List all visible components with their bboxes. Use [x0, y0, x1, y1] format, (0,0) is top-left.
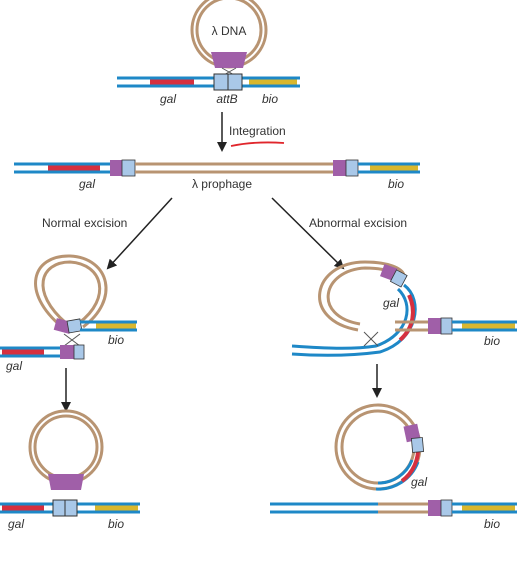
normal-result-chromosome — [0, 499, 140, 517]
integration-label: Integration — [229, 124, 286, 138]
bio-label-normal-result: bio — [108, 517, 124, 531]
gal-gene-top — [150, 79, 194, 85]
bacterial-chromosome-top — [117, 73, 300, 91]
gal-label-top: gal — [160, 92, 176, 106]
abnormal-excision-loop — [291, 260, 517, 357]
normal-result-lambda-circle — [28, 409, 104, 490]
normal-excision-label: Normal excision — [42, 216, 127, 230]
prophage-label: λ prophage — [192, 177, 252, 191]
integration-underline — [230, 141, 285, 147]
gal-label-normal-loop: gal — [6, 359, 22, 373]
bio-label-abnormal-loop: bio — [484, 334, 500, 348]
bio-gene-top — [249, 79, 297, 85]
normal-excision-loop — [0, 254, 137, 360]
attR-right-half — [345, 159, 359, 177]
lambda-dna-label: λ DNA — [212, 24, 247, 38]
abnormal-excision-label: Abnormal excision — [309, 216, 407, 230]
gal-gene-prophage — [48, 165, 100, 171]
abnormal-result-chromosome — [270, 499, 517, 517]
abnormal-excision-arrow — [271, 197, 345, 270]
abnormal-result-lambda-gal-circle — [334, 403, 425, 491]
attR-left-half — [333, 160, 346, 176]
gal-label-prophage: gal — [79, 177, 95, 191]
attB-label: attB — [216, 92, 237, 106]
normal-excision-arrow — [106, 197, 173, 270]
bio-label-prophage: bio — [388, 177, 404, 191]
gal-label-abnormal-loop: gal — [383, 296, 399, 310]
gal-label-normal-result: gal — [8, 517, 24, 531]
attL-left-half — [110, 160, 122, 176]
bio-label-normal-loop: bio — [108, 333, 124, 347]
bio-label-top: bio — [262, 92, 278, 106]
attP-site-top — [211, 52, 247, 68]
bio-label-abnormal-result: bio — [484, 517, 500, 531]
prophage-chromosome — [14, 159, 420, 177]
attL-right-half — [121, 159, 136, 177]
bio-gene-prophage — [370, 165, 418, 171]
gal-label-abnormal-result: gal — [411, 475, 427, 489]
